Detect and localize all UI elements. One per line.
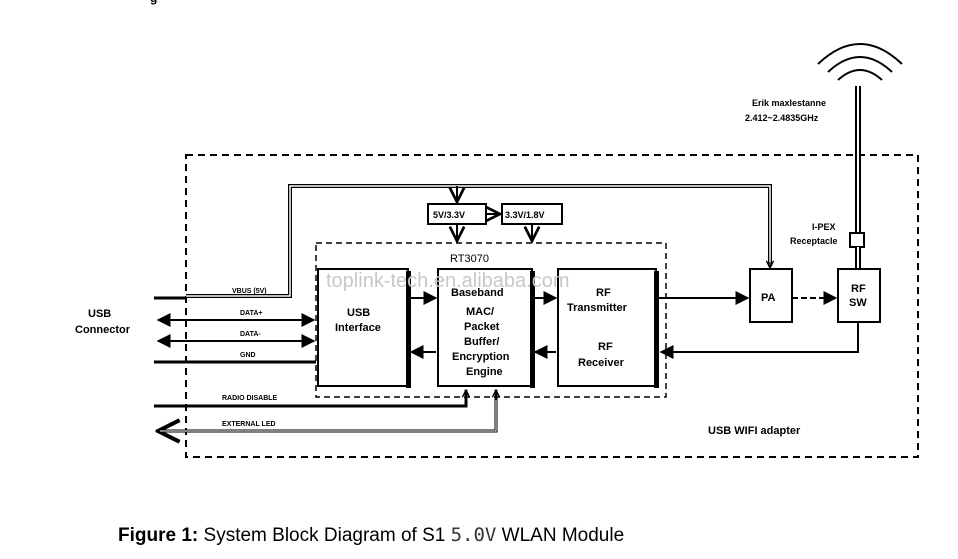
header-fragment: g — [150, 0, 157, 5]
caption-text-b: WLAN Module — [501, 525, 625, 546]
baseband-line-5: Encryption — [452, 351, 510, 363]
baseband-line-2: MAC/ — [466, 306, 494, 318]
caption-text-a: System Block Diagram of S1 — [203, 525, 446, 546]
adapter-boundary — [185, 154, 919, 458]
baseband-line-4: Buffer/ — [464, 336, 499, 348]
external-led-label: EXTERNAL LED — [222, 421, 276, 428]
watermark: toplink-tech.en.alibaba.com — [326, 270, 569, 292]
usb-interface-line-2: Interface — [335, 322, 381, 334]
data-minus-label: DATA- — [240, 331, 261, 338]
rf-transceiver-block — [557, 268, 657, 387]
rf-rx-line-1: RF — [598, 341, 613, 353]
pa-block — [749, 268, 793, 323]
block-diagram: g RT3070 Erik maxlestanne 2.412~2.4835GH… — [75, 0, 919, 458]
external-led-line — [158, 390, 498, 431]
usb-connector-label-1: USB — [88, 308, 111, 320]
pa-label: PA — [761, 292, 776, 304]
antenna-label-1: Erik maxlestanne — [752, 98, 826, 108]
vbus-label: VBUS (5V) — [232, 288, 267, 295]
rf-switch-line-1: RF — [851, 283, 866, 295]
rf-switch-line-2: SW — [849, 297, 867, 309]
usb-interface-line-1: USB — [347, 307, 370, 319]
regulator-3v3-1v8-label: 3.3V/1.8V — [505, 210, 545, 220]
data-plus-label: DATA+ — [240, 310, 263, 317]
gnd-label: GND — [240, 352, 256, 359]
regulator-5v-3v3-label: 5V/3.3V — [433, 210, 465, 220]
ipex-receptacle — [849, 232, 865, 248]
rf-tx-line-2: Transmitter — [567, 302, 628, 314]
radio-disable-label: RADIO DISABLE — [222, 395, 278, 402]
rf-rx-line-2: Receiver — [578, 357, 625, 369]
caption-voltage: 5.0V — [450, 524, 497, 546]
antenna-label-2: 2.412~2.4835GHz — [745, 113, 819, 123]
caption-figure-number: Figure 1: — [118, 525, 199, 546]
chip-boundary — [315, 242, 667, 398]
antenna-icon — [817, 43, 903, 81]
rf-switch-block — [837, 268, 881, 323]
baseband-line-1: Baseband — [451, 287, 504, 299]
usb-connector-label-2: Connector — [75, 324, 131, 336]
radio-disable-line — [154, 390, 468, 408]
adapter-label: USB WIFI adapter — [708, 425, 801, 437]
ipex-label-2: Receptacle — [790, 236, 838, 246]
rf-tx-line-1: RF — [596, 287, 611, 299]
figure-caption: Figure 1: System Block Diagram of S1 5.0… — [118, 524, 624, 547]
baseband-line-6: Engine — [466, 366, 503, 378]
ipex-label-1: I-PEX — [812, 222, 836, 232]
chip-label: RT3070 — [450, 253, 489, 265]
baseband-block — [437, 268, 533, 387]
baseband-line-3: Packet — [464, 321, 500, 333]
